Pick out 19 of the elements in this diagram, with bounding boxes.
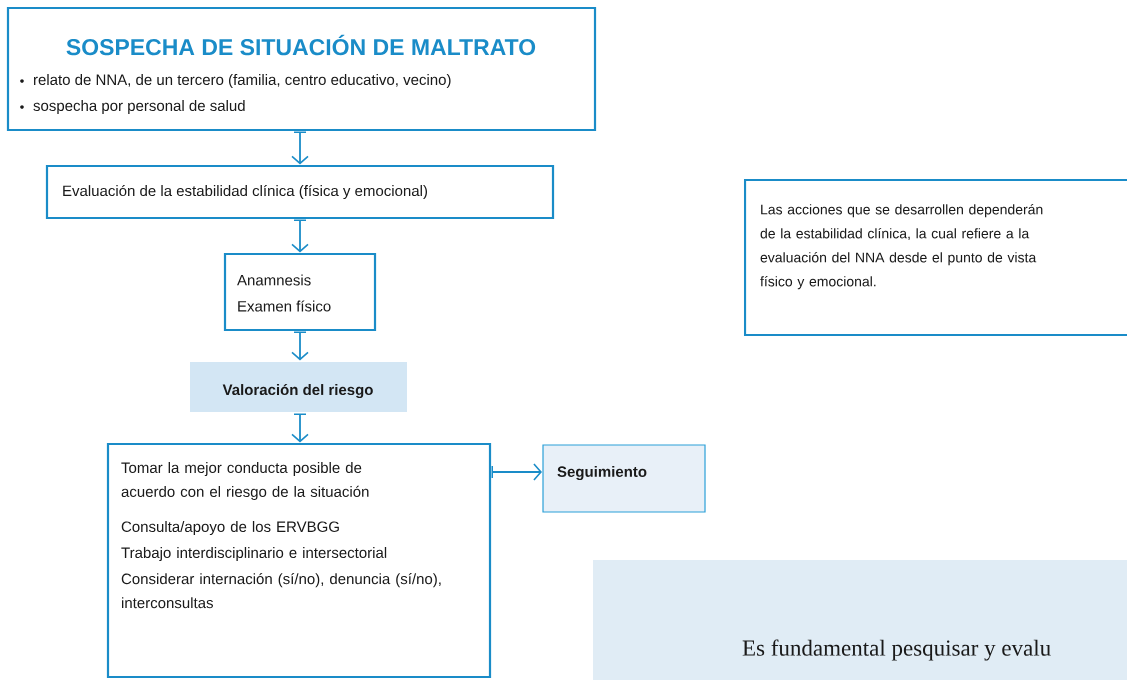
box-text: Consulta/apoyo de los ERVBGG bbox=[121, 521, 339, 535]
arrow bbox=[291, 219, 309, 253]
arrow bbox=[291, 413, 309, 443]
box-text: Examen físico bbox=[238, 300, 331, 312]
arrow bbox=[291, 131, 309, 165]
box-text: Seguimiento bbox=[557, 466, 647, 481]
panel-text: Es fundamental pesquisar y evalu bbox=[742, 639, 1051, 661]
note-text: Las acciones que se desarrollen dependerán de la estabilidad clínica, la cual refiere a la evaluación del NNA desde el punto de vista físico y emocional. bbox=[760, 204, 1043, 290]
box-text: Trabajo interdisciplinario e intersectorial bbox=[121, 547, 387, 561]
arrow bbox=[491, 463, 542, 481]
bullet-item: relato de NNA, de un tercero (familia, centro educativo, vecino) bbox=[34, 74, 451, 88]
arrow bbox=[291, 331, 309, 361]
heading: SOSPECHA DE SITUACIÓN DE MALTRATO bbox=[66, 34, 536, 56]
band-text: Valoración del riesgo bbox=[222, 383, 373, 399]
box-text: Anamnesis bbox=[237, 274, 311, 286]
box-text: Considerar internación (sí/no), denuncia (sí/no), interconsultas bbox=[121, 573, 441, 609]
box-text: Tomar la mejor conducta posible de acuerdo con el riesgo de la situación bbox=[121, 462, 369, 500]
bullet-item: sospecha por personal de salud bbox=[33, 100, 245, 114]
box-text: Evaluación de la estabilidad clínica (física y emocional) bbox=[63, 184, 427, 200]
